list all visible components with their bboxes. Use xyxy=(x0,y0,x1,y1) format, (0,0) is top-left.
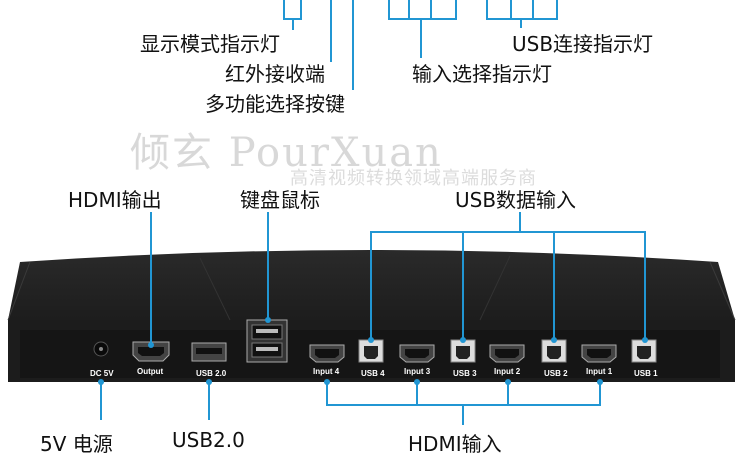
callout-line xyxy=(486,0,488,20)
label-usb-indicator: USB连接指示灯 xyxy=(512,32,654,56)
callout-line xyxy=(388,0,390,20)
port-label-input3: Input 3 xyxy=(404,367,431,376)
callout-line xyxy=(430,0,432,20)
callout-line xyxy=(330,0,332,62)
label-input-select: 输入选择指示灯 xyxy=(412,62,552,86)
label-power: 5V 电源 xyxy=(40,432,113,456)
callout-line xyxy=(352,0,354,90)
watermark-sub: 高清视频转换领域高端服务商 xyxy=(290,168,537,189)
callout-line xyxy=(283,0,285,20)
port-label-usb1: USB 1 xyxy=(634,369,658,378)
watermark-brand: 倾玄 PourXuan xyxy=(130,130,443,176)
port-label-usb3: USB 3 xyxy=(453,369,477,378)
callout-line xyxy=(455,0,457,20)
label-hdmi-in: HDMI输入 xyxy=(408,432,502,456)
port-label-output: Output xyxy=(137,367,164,376)
label-ir-receiver: 红外接收端 xyxy=(225,62,325,86)
port-label-input4: Input 4 xyxy=(313,367,340,376)
callout-line xyxy=(300,0,302,20)
label-kb-mouse: 键盘鼠标 xyxy=(240,188,320,212)
callout-line xyxy=(532,0,534,20)
callout-line xyxy=(420,18,422,58)
label-hdmi-out: HDMI输出 xyxy=(68,188,162,212)
callout-line xyxy=(292,18,294,30)
callout-line xyxy=(556,0,558,20)
callout-line xyxy=(510,0,512,20)
port-label-usb4: USB 4 xyxy=(361,369,385,378)
callout-line xyxy=(408,0,410,20)
port-label-usb2: USB 2 xyxy=(544,369,568,378)
port-label-usb20: USB 2.0 xyxy=(196,369,227,378)
port-label-input1: Input 1 xyxy=(586,367,613,376)
label-display-mode: 显示模式指示灯 xyxy=(140,32,280,56)
port-label-input2: Input 2 xyxy=(494,367,521,376)
callout-line xyxy=(520,18,522,28)
label-multi-button: 多功能选择按键 xyxy=(205,92,345,116)
port-label-dc: DC 5V xyxy=(90,369,114,378)
hdmi-output-port xyxy=(132,341,170,362)
callout-line xyxy=(486,18,558,20)
label-usb20: USB2.0 xyxy=(172,428,245,452)
callout-line xyxy=(388,18,457,20)
label-usb-data-in: USB数据输入 xyxy=(455,188,577,212)
